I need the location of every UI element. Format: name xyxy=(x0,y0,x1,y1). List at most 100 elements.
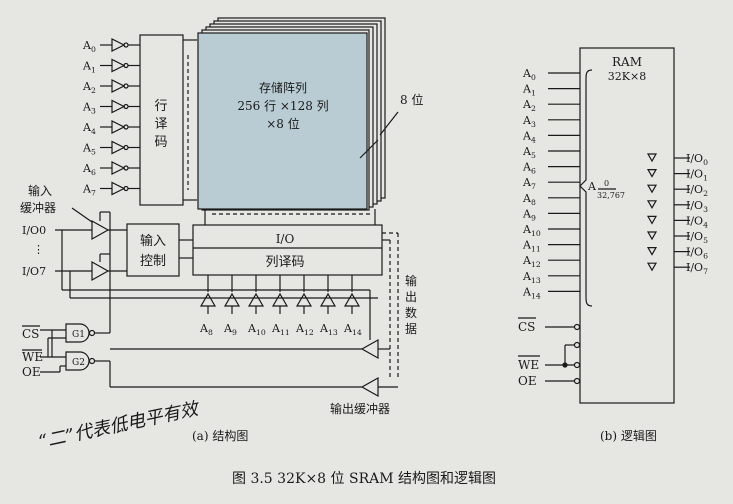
buffer-bubble xyxy=(123,42,129,48)
gate-label: G1 xyxy=(72,330,85,340)
address-buffer xyxy=(111,58,126,73)
address-range-bottom: 32,767 xyxy=(597,191,625,200)
input-control-label: 控制 xyxy=(140,254,166,269)
io-label: I/O xyxy=(276,232,295,246)
row-decoder-char: 译 xyxy=(154,117,167,132)
memory-array-label: 存储阵列 256 行 ×128 列 ×8 位 8 位 xyxy=(237,80,423,131)
logic-address-label: A4 xyxy=(522,129,536,144)
row-decoder-char: 码 xyxy=(154,135,167,150)
control-signal-label: OE xyxy=(22,365,41,379)
array-line: 256 行 ×128 列 xyxy=(237,99,328,113)
depth-arrow xyxy=(359,139,379,159)
logic-address-label: A13 xyxy=(522,270,541,285)
col-address-buffer xyxy=(295,292,313,307)
output-data-char: 出 xyxy=(405,290,417,304)
io-feedback-lines xyxy=(61,230,378,340)
tristate-output-icon xyxy=(646,231,658,241)
row-address-label: A3 xyxy=(82,101,96,116)
col-address-buffer xyxy=(319,292,337,307)
ram-size: 32K×8 xyxy=(608,70,646,83)
logic-output-label: I/O7 xyxy=(686,261,708,276)
address-buffer xyxy=(111,120,126,134)
logic-output-label: I/O0 xyxy=(686,152,708,167)
buffer-bubble xyxy=(123,124,129,130)
row-address-label: A6 xyxy=(82,162,96,177)
tristate-output-icon xyxy=(646,247,658,256)
row-address-label: A0 xyxy=(82,39,96,54)
address-buffer xyxy=(111,181,126,196)
tristate-output-icon xyxy=(646,184,658,194)
logic-output-label: I/O3 xyxy=(686,199,708,214)
address-buffer xyxy=(111,161,126,175)
col-address-label: A10 xyxy=(247,322,266,337)
address-buffer xyxy=(111,79,126,93)
output-data-lines xyxy=(382,232,399,380)
logic-address-label: A2 xyxy=(522,98,536,113)
logic-address-label: A10 xyxy=(522,223,541,238)
col-address-buffer xyxy=(199,292,217,307)
row-address-label: A2 xyxy=(82,80,96,95)
col-address-buffer xyxy=(343,292,361,307)
control-signal-label: WE xyxy=(22,350,43,364)
row-address-label: A1 xyxy=(82,60,96,75)
row-address-label: A7 xyxy=(82,183,96,198)
logic-address-label: A8 xyxy=(522,192,536,207)
address-brace xyxy=(579,69,593,307)
subcaption-a: (a) 结构图 xyxy=(192,428,248,443)
output-data-char: 数 xyxy=(405,305,417,320)
output-buffers xyxy=(110,338,398,398)
output-data-char: 输 xyxy=(405,273,417,288)
tristate-output-icon xyxy=(646,262,658,272)
row-decoder-char: 行 xyxy=(154,99,167,114)
depth-label: 8 位 xyxy=(400,92,423,107)
input-control-box xyxy=(126,223,180,277)
control-gates xyxy=(40,211,111,387)
tristate-output-icon xyxy=(646,200,658,210)
row-decoder-label: 行 译 码 xyxy=(154,99,167,150)
logic-address-label: A3 xyxy=(522,114,536,129)
input-buffer-label: 输入 xyxy=(28,183,52,198)
buffer-bubble xyxy=(123,144,129,151)
logic-output-pins: I/O0I/O1I/O2I/O3I/O4I/O5I/O6I/O7 xyxy=(646,152,708,276)
col-address-label: A14 xyxy=(343,322,362,337)
logic-output-label: I/O5 xyxy=(686,230,708,245)
decoder-to-array-lines xyxy=(183,39,197,201)
logic-control-label: OE xyxy=(518,374,537,388)
io-column-block xyxy=(192,224,383,276)
col-address-label: A8 xyxy=(199,322,213,337)
memory-array-front xyxy=(197,32,368,210)
output-data-label: 输 出 数 据 xyxy=(405,273,417,336)
logic-address-label: A9 xyxy=(522,207,536,222)
tristate-output-icon xyxy=(646,153,658,163)
row-address-label: A4 xyxy=(82,121,96,136)
col-address-label: A12 xyxy=(295,322,314,337)
column-decoder-label: 列译码 xyxy=(265,255,304,270)
output-data-char: 据 xyxy=(405,322,417,336)
logic-control-label: WE xyxy=(518,358,539,372)
logic-address-label: A14 xyxy=(522,285,541,300)
logic-control-pins xyxy=(545,323,581,385)
logic-address-label: A0 xyxy=(522,67,536,82)
io-line-label: ⋮ xyxy=(33,243,44,256)
gate-label: G2 xyxy=(72,358,85,368)
logic-address-label: A12 xyxy=(522,254,541,269)
depth-arrow xyxy=(379,111,399,136)
array-line: 存储阵列 xyxy=(259,80,307,95)
buffer-bubble xyxy=(123,103,129,110)
input-buffers xyxy=(55,212,127,282)
control-signal-label: CS xyxy=(22,327,39,341)
col-address-buffer xyxy=(271,292,289,307)
col-address-label: A11 xyxy=(271,322,290,337)
logic-output-label: I/O1 xyxy=(686,168,708,183)
logic-control-label: CS xyxy=(518,320,535,334)
figure-caption: 图 3.5 32K×8 位 SRAM 结构图和逻辑图 xyxy=(232,471,496,487)
io-line-label: I/O0 xyxy=(22,224,46,237)
row-address-label: A5 xyxy=(82,142,96,157)
logic-output-label: I/O2 xyxy=(686,183,708,198)
row-decoder-box xyxy=(139,34,184,206)
